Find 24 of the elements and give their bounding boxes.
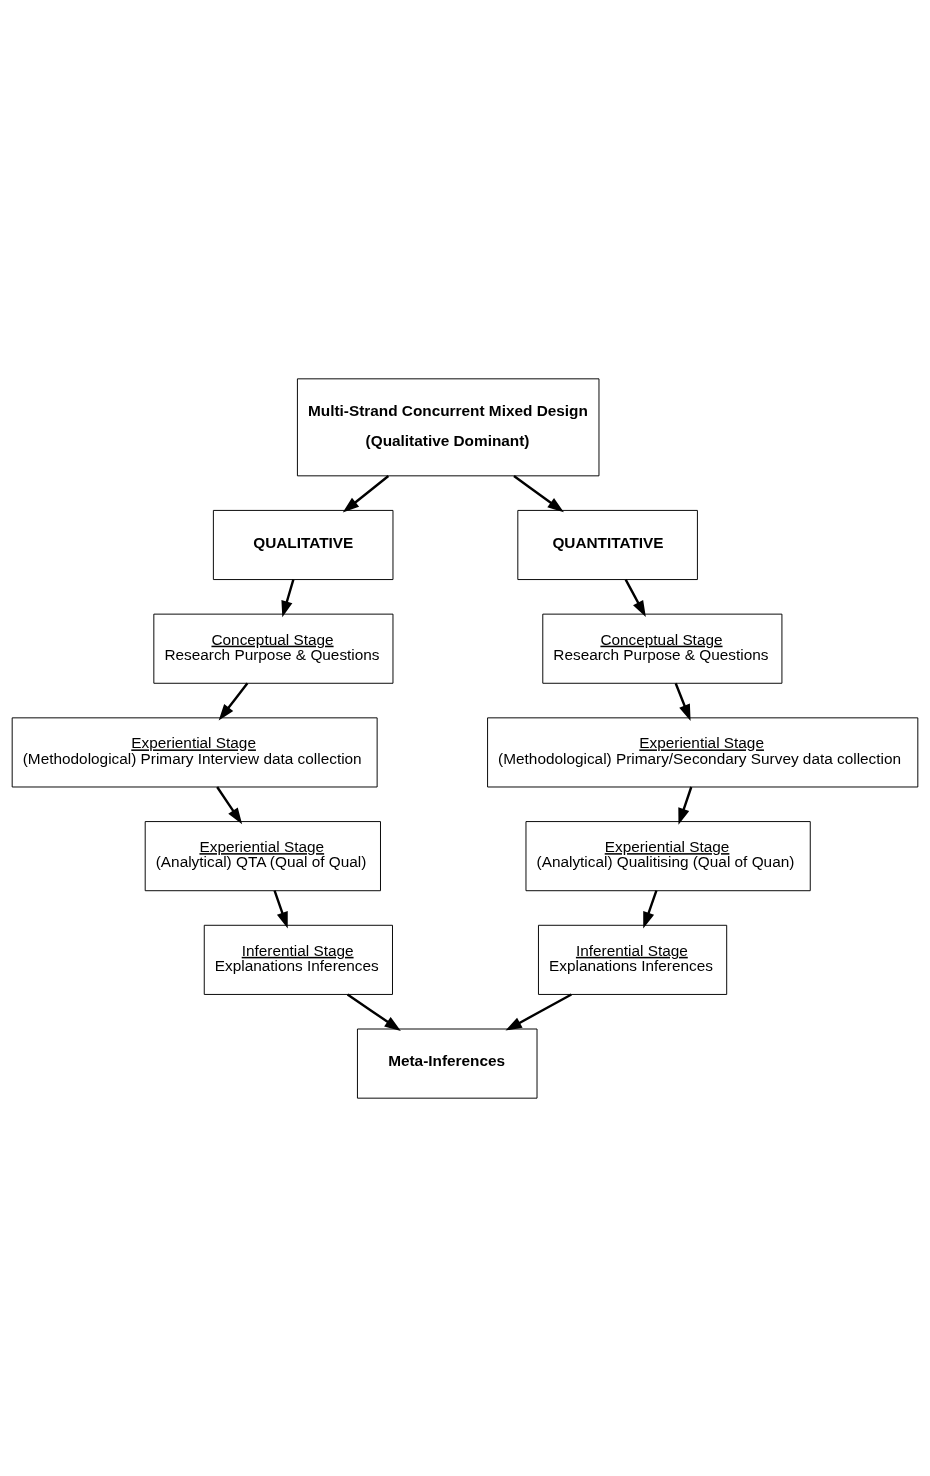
- node-box: Inferential Stage Explanations Inferences: [538, 924, 728, 995]
- arrow: [674, 682, 691, 721]
- arrow: [216, 785, 243, 824]
- node-box: Meta-Inferences: [356, 1028, 538, 1099]
- arrow: [505, 992, 572, 1031]
- node-box: Multi-Strand Concurrent Mixed Design (Qualitative Dominant): [296, 377, 600, 476]
- node-box: Experiential Stage (Methodological) Primary/Secondary Survey data collection: [487, 716, 919, 787]
- arrow: [513, 474, 564, 512]
- node-box: QUANTITATIVE: [517, 509, 698, 580]
- node-box: QUALITATIVE: [212, 509, 394, 580]
- node-box: Experiential Stage (Analytical) QTA (Qual of Qual): [144, 820, 381, 891]
- arrow: [273, 889, 288, 928]
- arrow: [346, 992, 401, 1031]
- arrow: [218, 682, 249, 720]
- arrow: [281, 578, 295, 617]
- node-box: Inferential Stage Explanations Inferences: [203, 924, 393, 995]
- node-box: Experiential Stage (Methodological) Primary Interview data collection: [11, 716, 378, 787]
- arrow: [624, 578, 646, 617]
- arrow: [342, 474, 390, 512]
- node-box: Conceptual Stage Research Purpose & Questions: [542, 613, 783, 684]
- arrow: [678, 786, 693, 825]
- node-box: Experiential Stage (Analytical) Qualitising (Qual of Quan): [525, 820, 811, 891]
- node-box: Conceptual Stage Research Purpose & Questions: [153, 613, 394, 684]
- arrow: [643, 889, 658, 928]
